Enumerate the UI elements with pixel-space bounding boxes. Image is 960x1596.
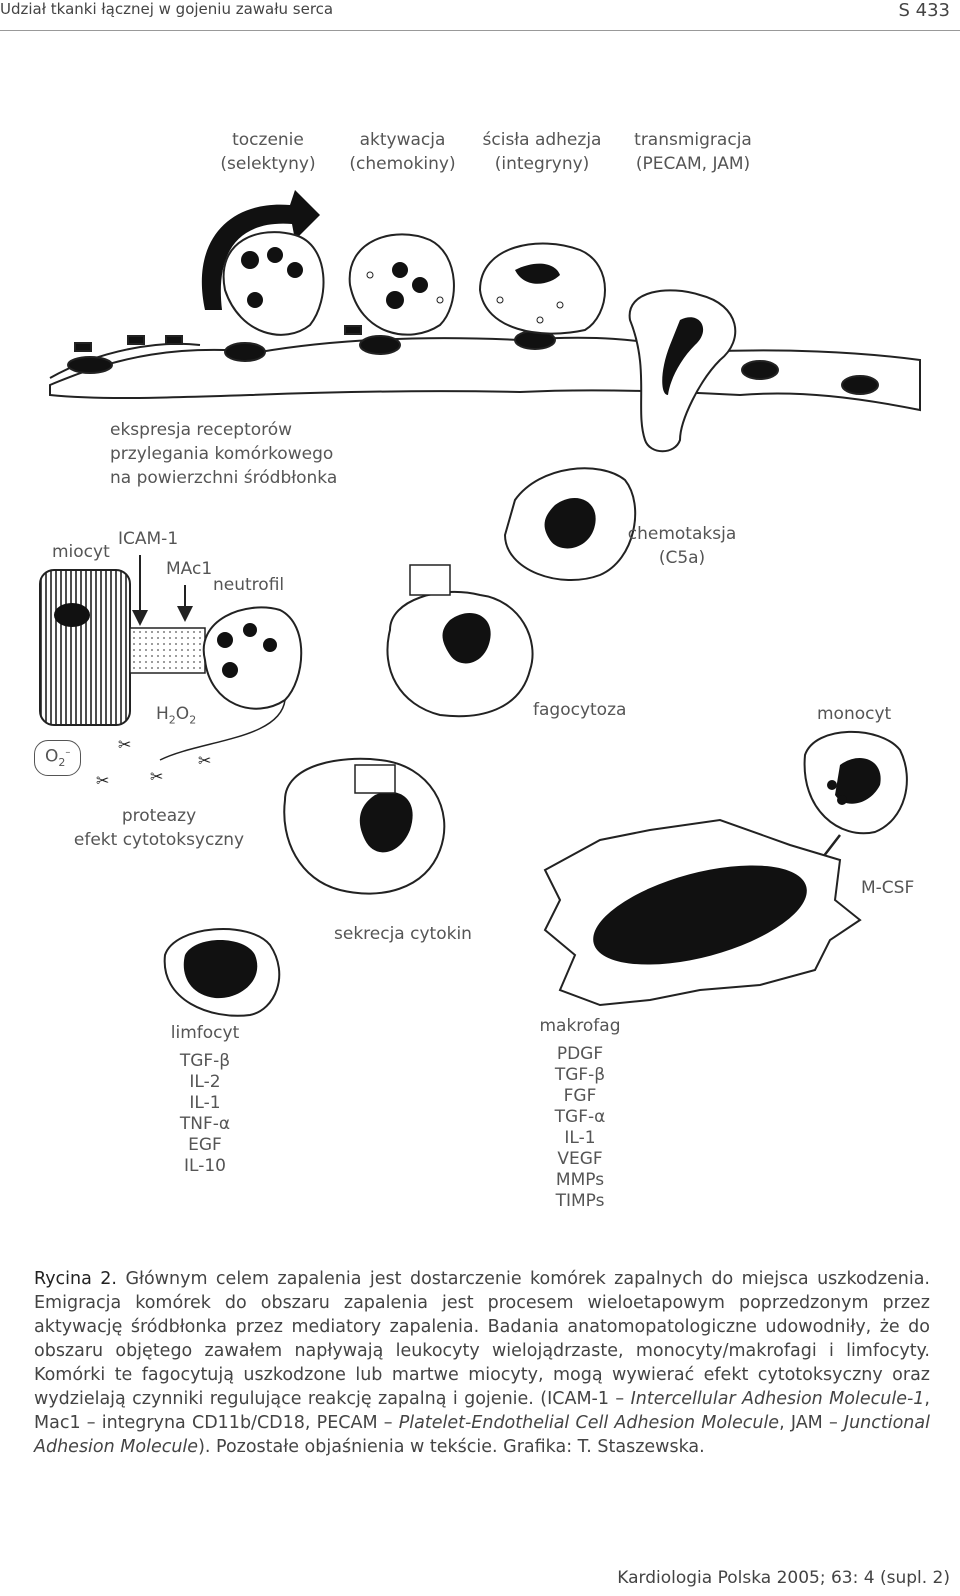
- lymphocyte-factor: TGF-β: [179, 1051, 231, 1071]
- expression-line-2: przylegania komórkowego: [110, 444, 334, 464]
- caption-italic: Platelet-Endothelial Cell Adhesion Molec…: [398, 1413, 780, 1433]
- expression-label: ekspresja receptorów przylegania komórko…: [110, 418, 337, 490]
- svg-text:✂: ✂: [118, 735, 131, 754]
- macrophage-factor: PDGF: [556, 1044, 604, 1064]
- macrophage-factor: FGF: [563, 1086, 597, 1106]
- macrophage-title: makrofag: [539, 1016, 621, 1036]
- h2o2-label: H2O2: [156, 704, 197, 727]
- protease-line-2: efekt cytotoksyczny: [73, 830, 245, 850]
- chemotaxis-neutrophil: [503, 467, 637, 581]
- expression-line-1: ekspresja receptorów: [110, 420, 293, 440]
- chemotaxis-label: chemotaksja (C5a): [622, 522, 742, 570]
- icam-label: ICAM-1: [118, 529, 179, 549]
- stage-rolling: toczenie (selektyny): [218, 128, 318, 176]
- journal-footer: Kardiologia Polska 2005; 63: 4 (supl. 2): [617, 1568, 950, 1588]
- neutrophil-activating: [348, 233, 455, 336]
- running-header-title: Udział tkanki łącznej w gojeniu zawału s…: [0, 0, 334, 18]
- macrophage-list: makrofag PDGF TGF-β FGF TGF-α IL-1 VEGF …: [525, 1014, 635, 1212]
- macrophage-factor: TGF-α: [554, 1107, 606, 1127]
- stage-adhesion-name: ścisła adhezja: [482, 130, 602, 150]
- macrophage-factor: MMPs: [555, 1170, 605, 1190]
- caption-italic: Intercellular Adhesion Molecule-1: [630, 1389, 925, 1409]
- neutrophil-transmigrating: [628, 289, 737, 453]
- neutrophil-attached: [159, 606, 303, 761]
- chemotaxis-line-1: chemotaksja: [627, 524, 737, 544]
- macrophage: [543, 818, 862, 1007]
- caption-text: Głównym celem zapalenia jest dostarczeni…: [34, 1269, 930, 1409]
- header-rule: [0, 30, 960, 31]
- neutrophil-label: neutrofil: [213, 575, 285, 595]
- stage-transmigration-molecule: (PECAM, JAM): [635, 154, 751, 174]
- phagocytosing-neutrophil: [386, 564, 534, 718]
- myocyte: [39, 569, 206, 726]
- neutrophil-rolling: [222, 231, 325, 336]
- lymphocyte-factor: EGF: [188, 1135, 222, 1155]
- stage-transmigration-name: transmigracja: [634, 130, 752, 150]
- caption-text: ). Pozostałe objaśnienia w tekście. Graf…: [198, 1437, 705, 1457]
- chemotaxis-line-2: (C5a): [658, 548, 706, 568]
- stage-adhesion-molecule: (integryny): [494, 154, 590, 174]
- stage-adhesion: ścisła adhezja (integryny): [482, 128, 602, 176]
- cytokine-secretion-label: sekrecja cytokin: [334, 924, 472, 944]
- protease-icons: ✂ ✂ ✂ ✂: [96, 735, 211, 790]
- endothelium: [49, 325, 921, 412]
- figure-caption: Rycina 2. Głównym celem zapalenia jest d…: [34, 1267, 930, 1459]
- stage-rolling-molecule: (selektyny): [220, 154, 316, 174]
- page-number: S 433: [898, 0, 950, 21]
- mcsf-label: M-CSF: [861, 878, 915, 898]
- lymphocyte-title: limfocyt: [170, 1023, 240, 1043]
- monocyte: [803, 730, 908, 835]
- stage-transmigration: transmigracja (PECAM, JAM): [628, 128, 758, 176]
- stage-activation-name: aktywacja: [359, 130, 446, 150]
- myocyte-label: miocyt: [52, 542, 110, 562]
- macrophage-factor: IL-1: [564, 1128, 596, 1148]
- cytokine-secreting-neutrophil: [283, 757, 446, 895]
- caption-text: , JAM –: [779, 1413, 844, 1433]
- phagocytosis-label: fagocytoza: [533, 700, 627, 720]
- lymphocyte-factor: IL-1: [189, 1093, 221, 1113]
- monocyte-label: monocyt: [817, 704, 892, 724]
- neutrophil-adhering: [478, 242, 606, 335]
- caption-text: , Mac1 – integryna CD11b/CD18, PECAM –: [34, 1389, 930, 1433]
- lymphocyte-factor: IL-2: [189, 1072, 221, 1092]
- caption-italic: Junctional Adhesion Molecule: [34, 1413, 930, 1457]
- stage-activation-molecule: (chemokiny): [349, 154, 456, 174]
- expression-line-3: na powierzchni śródbłonka: [110, 468, 338, 488]
- macrophage-factor: TGF-β: [554, 1065, 606, 1085]
- protease-label: proteazy efekt cytotoksyczny: [70, 804, 248, 852]
- stage-activation: aktywacja (chemokiny): [345, 128, 460, 176]
- caption-label: Rycina 2.: [34, 1269, 117, 1289]
- macrophage-factor: VEGF: [557, 1149, 603, 1169]
- inflammation-diagram: ✂ ✂ ✂ ✂: [39, 190, 921, 1017]
- svg-text:✂: ✂: [150, 767, 163, 786]
- macrophage-factor: TIMPs: [555, 1191, 605, 1211]
- superoxide-label: O2–: [34, 740, 82, 777]
- lymphocyte-factor: IL-10: [184, 1156, 226, 1176]
- svg-text:✂: ✂: [96, 771, 109, 790]
- lymphocyte-factor: TNF-α: [179, 1114, 231, 1134]
- svg-text:✂: ✂: [198, 751, 211, 770]
- lymphocyte-list: limfocyt TGF-β IL-2 IL-1 TNF-α EGF IL-10: [150, 1021, 260, 1177]
- mac1-label: MAc1: [166, 559, 213, 579]
- lymphocyte: [163, 928, 281, 1017]
- protease-line-1: proteazy: [121, 806, 197, 826]
- rolling-arrow: [201, 190, 320, 310]
- stage-rolling-name: toczenie: [232, 130, 304, 150]
